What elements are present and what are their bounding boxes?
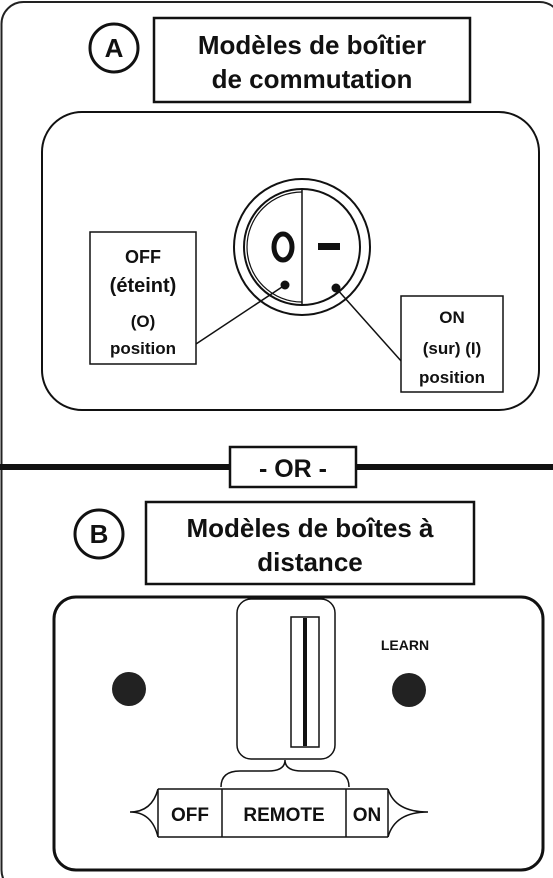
on-position-label: ON (sur) (I) position xyxy=(400,295,504,393)
on-label-line1: ON xyxy=(439,308,465,327)
section-b-title-box: Modèles de boîtes à distance xyxy=(144,500,476,586)
section-b-title-line1: Modèles de boîtes à xyxy=(186,513,434,543)
off-symbol-icon xyxy=(271,231,295,263)
section-b: B Modèles de boîtes à distance LEARN xyxy=(52,500,545,872)
off-label-line1: OFF xyxy=(125,247,161,267)
mode-slider[interactable] xyxy=(236,598,336,760)
badge-b: B xyxy=(73,508,125,560)
slider-thumb[interactable] xyxy=(303,618,307,746)
section-a: A Modèles de boîtier de commutation xyxy=(41,16,540,411)
mode-brace xyxy=(220,759,350,788)
or-divider: - OR - xyxy=(0,445,553,489)
left-indicator-dot xyxy=(112,672,146,706)
rocker-switch xyxy=(195,178,403,363)
on-label-line2: (sur) (I) xyxy=(423,339,482,358)
off-label-line2: (éteint) xyxy=(110,275,177,297)
badge-b-letter: B xyxy=(90,519,109,549)
mode-remote-label[interactable]: REMOTE xyxy=(243,805,324,826)
mode-off-label[interactable]: OFF xyxy=(171,805,209,826)
section-a-title-line2: de commutation xyxy=(212,64,413,94)
on-symbol-icon xyxy=(318,243,340,250)
section-a-title-line1: Modèles de boîtier xyxy=(198,30,426,60)
section-a-title-box: Modèles de boîtier de commutation xyxy=(152,16,472,104)
off-label-line4: position xyxy=(110,339,176,358)
mode-labels: OFF REMOTE ON xyxy=(129,788,429,838)
learn-label: LEARN xyxy=(381,637,429,653)
off-position-label: OFF (éteint) (O) position xyxy=(89,231,197,365)
learn-button-dot[interactable] xyxy=(392,673,426,707)
section-b-title-line2: distance xyxy=(257,547,363,577)
on-label-line3: position xyxy=(419,368,485,387)
badge-a-letter: A xyxy=(105,33,124,63)
badge-a: A xyxy=(88,22,140,74)
or-label: - OR - xyxy=(259,455,327,483)
off-label-line3: (O) xyxy=(131,312,156,331)
mode-on-label[interactable]: ON xyxy=(353,805,382,826)
